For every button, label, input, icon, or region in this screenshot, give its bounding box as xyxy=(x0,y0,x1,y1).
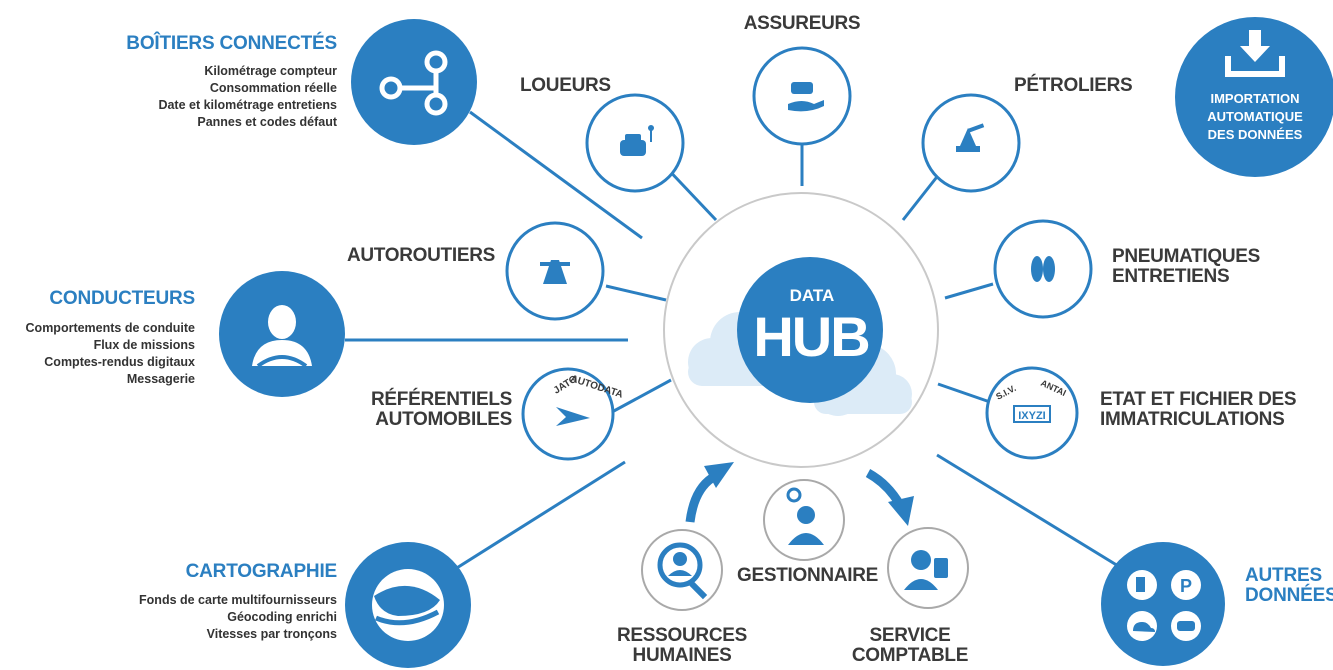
flow-arrows xyxy=(685,462,914,526)
driver-icon xyxy=(252,305,312,368)
cartographie-list: Fonds de carte multifournisseurs Géocodi… xyxy=(139,592,337,643)
cartographie-item: Fonds de carte multifournisseurs xyxy=(139,593,337,607)
manager-icon xyxy=(786,487,824,545)
oil-pump-icon xyxy=(956,123,985,152)
boitiers-item: Pannes et codes défaut xyxy=(197,114,337,129)
share-nodes-icon xyxy=(379,50,448,116)
hub-big-label: HUB xyxy=(753,305,868,368)
conducteurs-list: Comportements de conduite Flux de missio… xyxy=(26,320,195,388)
download-icon xyxy=(1225,30,1285,77)
parking-letter: P xyxy=(1180,576,1192,596)
cartographie-item: Géocoding enrichi xyxy=(227,609,337,624)
import-line2: AUTOMATIQUE xyxy=(1207,109,1303,124)
service-label: SERVICE COMPTABLE xyxy=(840,626,980,666)
referentiels-line1: RÉFÉRENTIELS xyxy=(370,389,512,410)
assureurs-label: ASSUREURS xyxy=(743,13,861,34)
rh-label: RESSOURCES HUMAINES xyxy=(612,626,752,666)
rh-line1: RESSOURCES xyxy=(616,625,748,646)
conducteurs-item: Comportements de conduite xyxy=(25,321,195,335)
pneumatiques-line1: PNEUMATIQUES xyxy=(1112,246,1261,267)
other-data-icon: P xyxy=(1127,570,1201,641)
boitiers-item: Kilométrage compteur xyxy=(204,64,337,78)
plate-text: IXYZI xyxy=(1018,410,1046,422)
service-line1: SERVICE xyxy=(869,625,951,646)
cartographie-item: Vitesses par tronçons xyxy=(206,626,337,641)
referentiels-line2: AUTOMOBILES xyxy=(375,408,512,430)
hub-small-label: DATA xyxy=(790,286,835,305)
conducteurs-item: Comptes-rendus digitaux xyxy=(44,354,195,369)
etat-line2: IMMATRICULATIONS xyxy=(1100,408,1285,430)
pneumatiques-label: PNEUMATIQUES ENTRETIENS xyxy=(1112,247,1260,287)
car-key-icon xyxy=(620,125,654,156)
service-line2: COMPTABLE xyxy=(851,644,969,666)
hr-search-icon xyxy=(657,542,708,600)
referentiels-label: RÉFÉRENTIELS AUTOMOBILES xyxy=(371,390,512,430)
conducteurs-title: CONDUCTEURS xyxy=(49,288,195,309)
arrow-logo-icon xyxy=(556,407,590,426)
conducteurs-node xyxy=(219,271,345,397)
autres-line2: DONNÉES xyxy=(1245,584,1333,606)
autres-label: AUTRES DONNÉES xyxy=(1245,566,1333,606)
boitiers-item: Date et kilométrage entretiens xyxy=(158,97,337,112)
boitiers-item: Consommation réelle xyxy=(209,80,337,95)
etat-line1: ETAT ET FICHIER DES xyxy=(1100,389,1297,410)
pneumatiques-line2: ENTRETIENS xyxy=(1112,265,1230,287)
hub-core xyxy=(737,257,883,403)
boitiers-node xyxy=(351,19,477,145)
import-line1: IMPORTATION xyxy=(1210,91,1299,106)
loueurs-label: LOUEURS xyxy=(520,75,611,96)
autres-line1: AUTRES xyxy=(1245,565,1322,586)
etat-label: ETAT ET FICHIER DES IMMATRICULATIONS xyxy=(1100,389,1297,430)
plate-icon xyxy=(1013,405,1051,423)
globe-icon xyxy=(372,569,444,641)
petroliers-label: PÉTROLIERS xyxy=(1014,75,1133,96)
boitiers-list: Kilométrage compteur Consommation réelle… xyxy=(158,63,337,131)
gestionnaire-label: GESTIONNAIRE xyxy=(737,565,879,586)
import-line3: DES DONNÉES xyxy=(1208,127,1303,142)
conducteurs-item: Flux de missions xyxy=(93,337,195,352)
accountant-icon xyxy=(904,550,948,590)
autoroutiers-label: AUTOROUTIERS xyxy=(346,245,495,266)
tire-icon xyxy=(1031,256,1055,282)
highway-icon xyxy=(540,260,570,284)
rh-line2: HUMAINES xyxy=(632,644,732,666)
conducteurs-item: Messagerie xyxy=(126,371,195,386)
import-node: IMPORTATION AUTOMATIQUE DES DONNÉES xyxy=(1175,17,1333,177)
insurance-car-icon xyxy=(788,82,824,112)
cartographie-title: CARTOGRAPHIE xyxy=(185,561,338,582)
autres-node: P xyxy=(1101,542,1225,666)
cartographie-node xyxy=(345,542,471,668)
boitiers-title: BOÎTIERS CONNECTÉS xyxy=(126,33,337,54)
